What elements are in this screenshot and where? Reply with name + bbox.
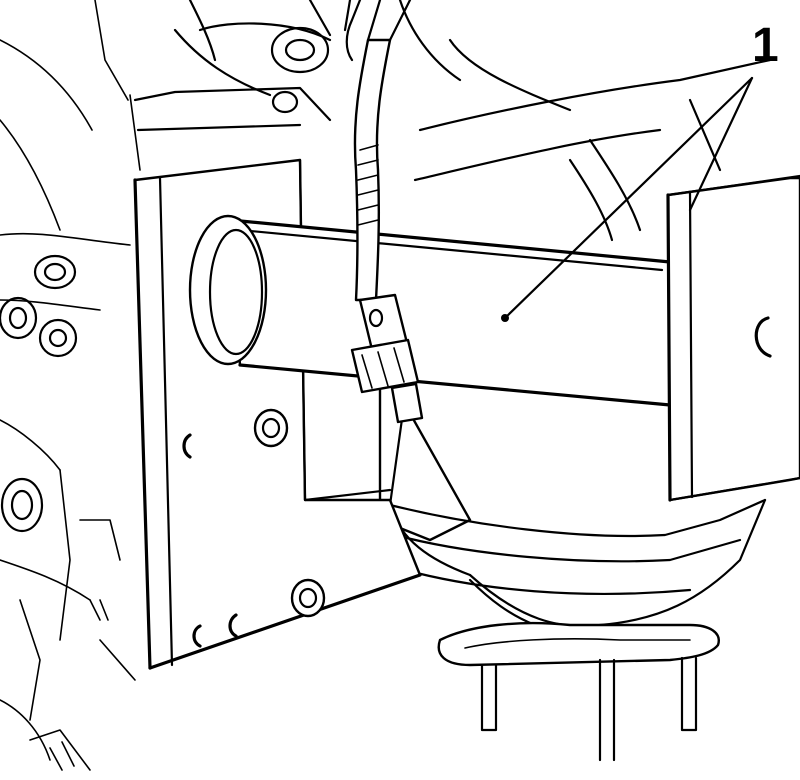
callout-1-leaders [501,76,754,322]
callout-label-1: 1 [752,19,779,72]
oxygen-sensor [345,0,424,424]
support-bracket-tool [133,158,800,670]
bolt-cluster-left [0,254,78,533]
upper-housing [133,0,462,132]
engine-block [0,0,141,771]
callout-dot [501,314,509,322]
